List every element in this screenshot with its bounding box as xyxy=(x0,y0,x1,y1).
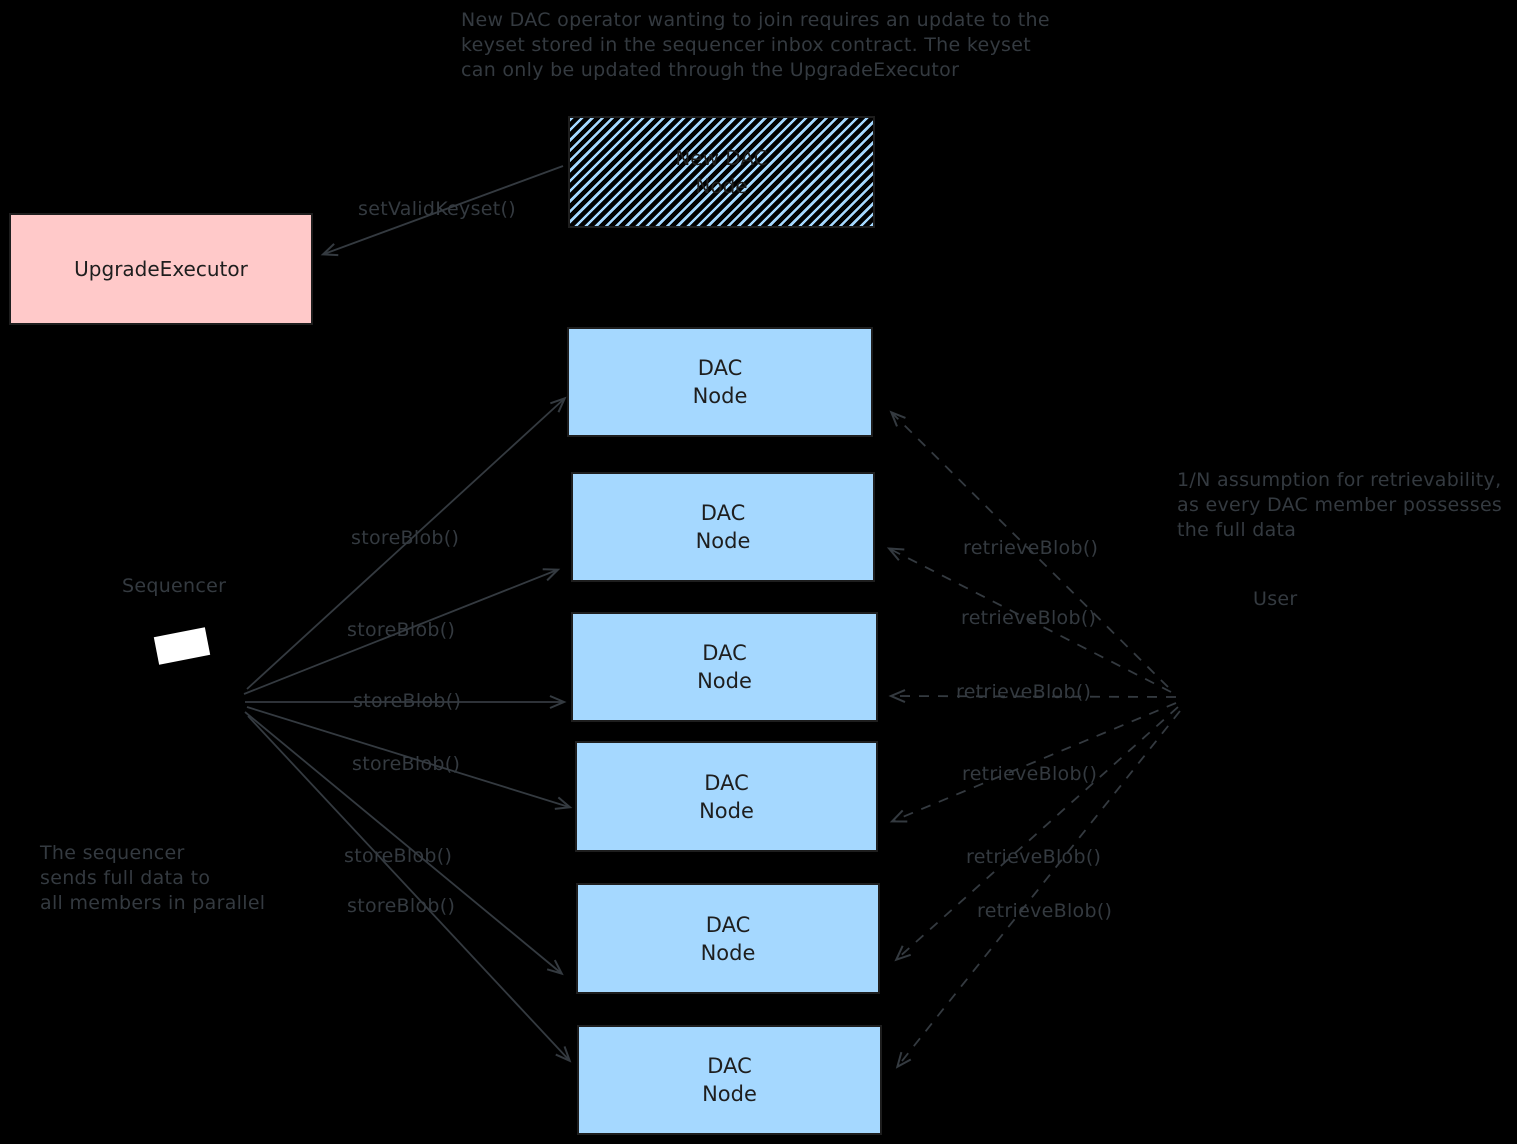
arrows-retrieve-blob xyxy=(886,410,1181,1069)
edge-label-store-blob-6: storeBlob() xyxy=(347,895,456,917)
arrow-store-blob-2 xyxy=(243,568,561,695)
edge-label-store-blob-3: storeBlob() xyxy=(353,690,462,712)
arrow-store-blob-6 xyxy=(247,715,572,1063)
arrow-retrieve-blob-3 xyxy=(888,689,1177,703)
note-keyset-update: New DAC operator wanting to join require… xyxy=(461,9,1050,81)
dac-node-label: DAC Node xyxy=(699,770,754,823)
arrow-store-blob-1 xyxy=(246,396,567,690)
dac-node-box-2: DAC Node xyxy=(571,472,875,582)
user-label: User xyxy=(1253,588,1298,610)
edge-label-retrieve-blob-4: retrieveBlob() xyxy=(962,763,1098,785)
note-retrievability: 1/N assumption for retrievability, as ev… xyxy=(1177,469,1503,541)
edge-label-store-blob-5: storeBlob() xyxy=(344,845,453,867)
arrow-retrieve-blob-5 xyxy=(894,706,1179,962)
arrow-retrieve-blob-4 xyxy=(889,702,1177,823)
edge-label-retrieve-blob-2: retrieveBlob() xyxy=(961,607,1097,629)
upgrade-executor-box: UpgradeExecutor xyxy=(9,213,313,325)
dac-node-label: DAC Node xyxy=(702,1054,757,1106)
edge-label-retrieve-blob-3: retrieveBlob() xyxy=(956,681,1092,703)
upgrade-executor-label: UpgradeExecutor xyxy=(74,257,248,281)
dac-node-label: DAC Node xyxy=(700,912,756,965)
sequencer-label: Sequencer xyxy=(122,575,227,597)
dac-node-box-1: DAC Node xyxy=(567,327,873,437)
edge-label-retrieve-blob-6: retrieveBlob() xyxy=(977,900,1113,922)
dac-node-box-5: DAC Node xyxy=(576,883,880,994)
arrows-store-blob xyxy=(243,396,573,1063)
edge-label-retrieve-blob-5: retrieveBlob() xyxy=(966,846,1102,868)
dac-node-label: DAC Node xyxy=(692,356,748,408)
dac-node-box-4: DAC Node xyxy=(575,741,878,852)
arrow-set-valid-keyset xyxy=(320,165,564,257)
arrow-retrieve-blob-1 xyxy=(889,410,1169,688)
edge-label-store-blob-4: storeBlob() xyxy=(352,753,461,775)
arrow-store-blob-5 xyxy=(244,711,564,976)
dac-node-label: DAC Node xyxy=(697,641,752,693)
dac-node-label: DAC Node xyxy=(695,501,751,553)
edge-label-store-blob-1: storeBlob() xyxy=(351,527,460,549)
edge-label-store-blob-2: storeBlob() xyxy=(347,619,456,641)
arrow-retrieve-blob-2 xyxy=(886,547,1172,693)
edge-label-set-valid-keyset: setValidKeyset() xyxy=(358,198,516,220)
new-dac-node-box: New DAC Node xyxy=(568,116,875,228)
edge-label-retrieve-blob-1: retrieveBlob() xyxy=(963,537,1099,559)
new-dac-node-label: New DAC Node xyxy=(675,146,768,198)
dac-node-box-6: DAC Node xyxy=(577,1025,882,1135)
arrow-store-blob-4 xyxy=(246,706,573,810)
dac-node-box-3: DAC Node xyxy=(571,612,878,722)
note-parallel-send: The sequencer sends full data to all mem… xyxy=(40,842,266,914)
